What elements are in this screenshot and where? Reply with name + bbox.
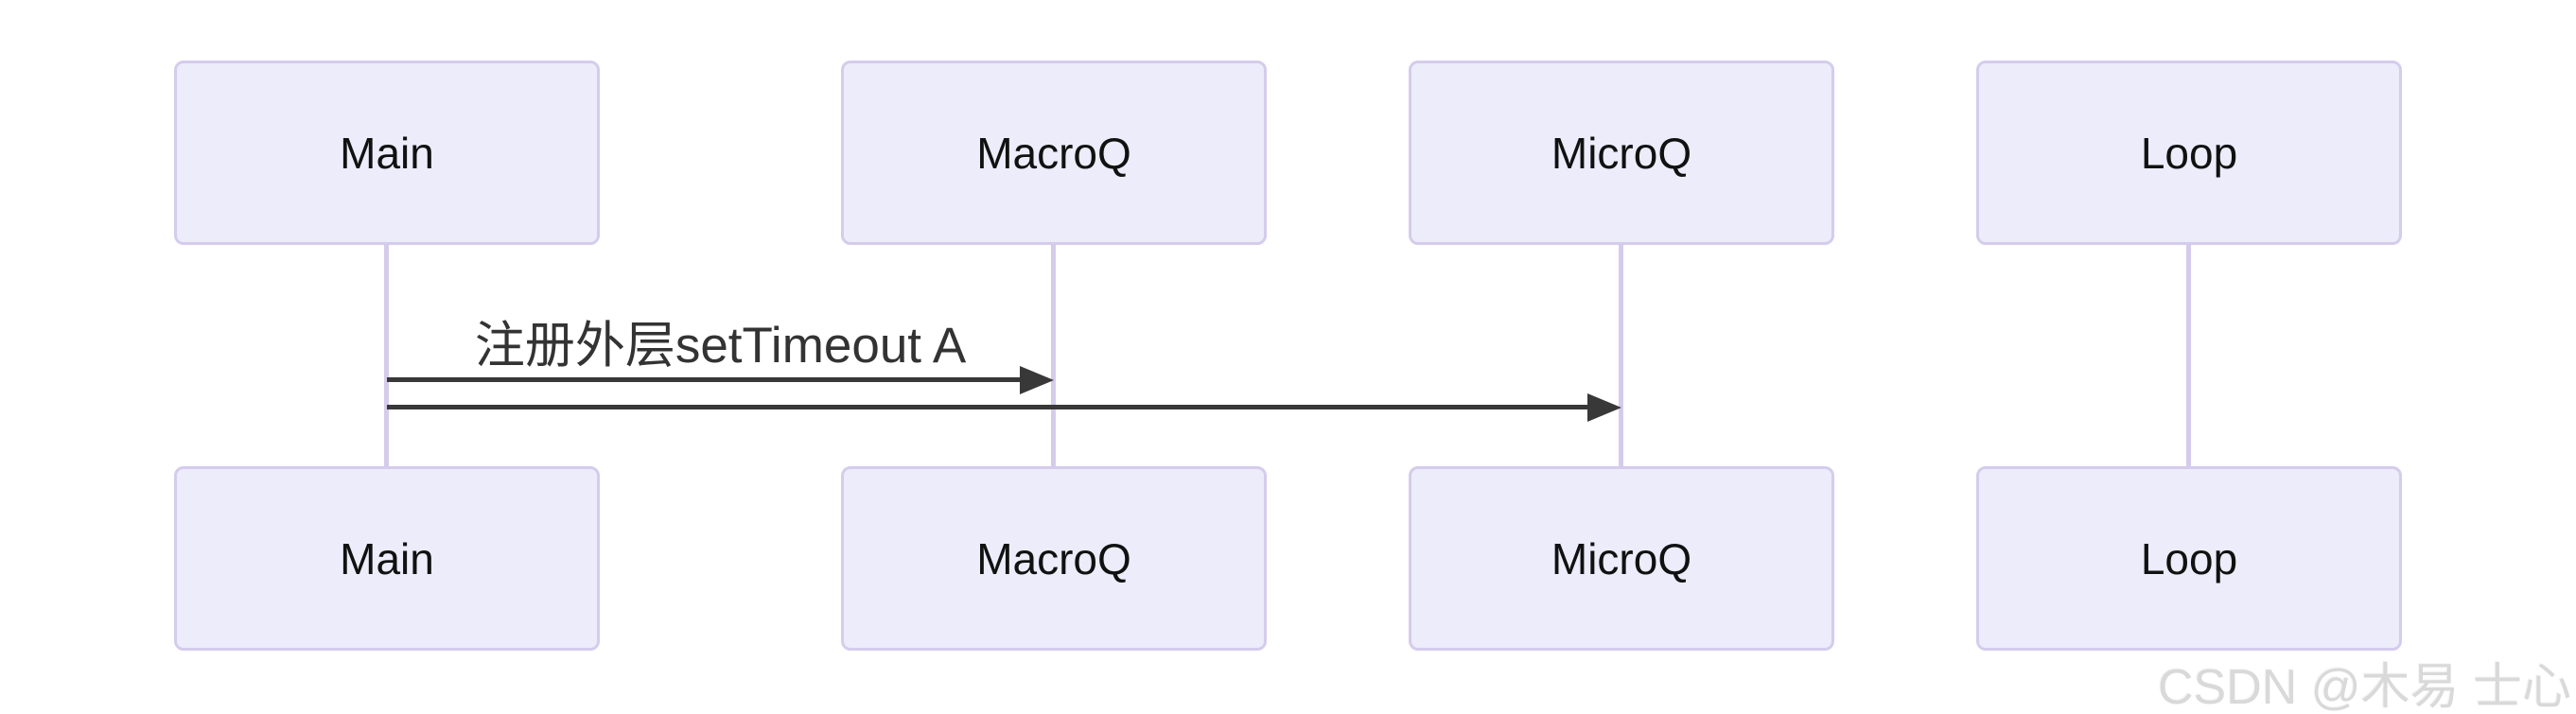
actor-bottom-macroq: MacroQ xyxy=(841,466,1267,651)
actor-bottom-loop: Loop xyxy=(1976,466,2402,651)
actor-label-loop: Loop xyxy=(2140,128,2238,178)
actor-top-macroq: MacroQ xyxy=(841,61,1267,245)
arrowhead-icon xyxy=(1587,393,1621,422)
message-arrow-1-line xyxy=(387,377,1022,382)
actor-label-loop: Loop xyxy=(2140,533,2238,583)
actor-label-macroq: MacroQ xyxy=(976,533,1131,583)
actor-label-microq: MicroQ xyxy=(1551,128,1692,178)
message-arrow-2 xyxy=(387,393,1621,422)
actor-label-macroq: MacroQ xyxy=(976,128,1131,178)
watermark: CSDN @木易 士心 xyxy=(2157,660,2571,714)
arrowhead-icon xyxy=(1020,366,1054,394)
message-arrow-2-line xyxy=(387,405,1589,409)
actor-top-main: Main xyxy=(174,61,600,245)
actor-top-loop: Loop xyxy=(1976,61,2402,245)
lifeline-microq xyxy=(1619,245,1623,466)
lifeline-loop xyxy=(2186,245,2191,466)
actor-label-main: Main xyxy=(340,128,434,178)
message-arrow-1 xyxy=(387,366,1054,394)
actor-label-main: Main xyxy=(340,533,434,583)
actor-bottom-microq: MicroQ xyxy=(1409,466,1834,651)
lifeline-macroq xyxy=(1051,245,1056,466)
actor-bottom-main: Main xyxy=(174,466,600,651)
actor-label-microq: MicroQ xyxy=(1551,533,1692,583)
message-1-label: 注册外层setTimeout A xyxy=(474,318,967,374)
actor-top-microq: MicroQ xyxy=(1409,61,1834,245)
lifeline-main xyxy=(384,245,389,466)
